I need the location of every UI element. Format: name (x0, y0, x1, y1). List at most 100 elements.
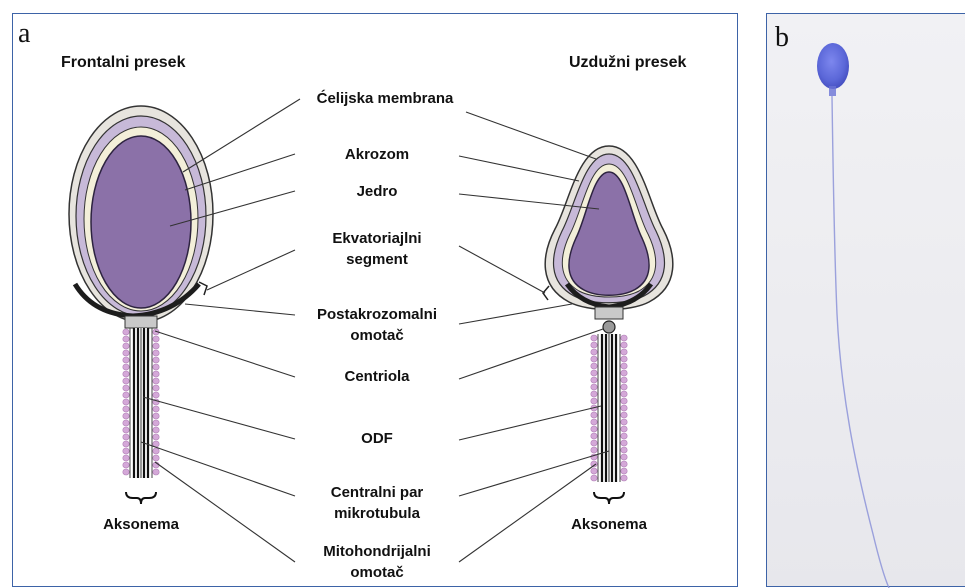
mitochondrion (591, 363, 597, 369)
mitochondrion (621, 461, 627, 467)
mitochondrion (123, 329, 129, 335)
mitochondrion (153, 413, 159, 419)
right-sperm-tail (591, 334, 627, 504)
left-axoneme-label: Aksonema (81, 514, 201, 535)
leader-equatorial-left (207, 250, 295, 290)
mitochondrion (153, 385, 159, 391)
label-central-pair: Centralni par mikrotubula (297, 482, 457, 524)
leader-postacrosomal-left (185, 304, 295, 315)
mitochondrion (621, 391, 627, 397)
label-central-pair-line1: Centralni par (297, 482, 457, 503)
mitochondrion (621, 377, 627, 383)
mitochondrion (123, 420, 129, 426)
label-nucleus: Jedro (297, 181, 457, 202)
mitochondrion (591, 468, 597, 474)
mitochondrion (591, 433, 597, 439)
right-axoneme-label: Aksonema (549, 514, 669, 535)
label-cell-membrane: Ćelijska membrana (297, 88, 473, 109)
left-mitochondria-right (153, 329, 159, 475)
mitochondrion (621, 356, 627, 362)
label-equatorial-segment: Ekvatoriajlni segment (297, 228, 457, 270)
mitochondrion (153, 420, 159, 426)
mitochondrion (153, 350, 159, 356)
leader-centriole-left (155, 331, 295, 377)
mitochondrion (621, 405, 627, 411)
leader-membrane-right (466, 112, 596, 159)
label-postacrosomal-sheath: Postakrozomalni omotač (297, 304, 457, 346)
mitochondrion (591, 447, 597, 453)
mitochondrion (591, 419, 597, 425)
mitochondrion (123, 364, 129, 370)
leader-membrane-left (183, 99, 300, 172)
label-central-pair-line2: mikrotubula (297, 503, 457, 524)
label-odf: ODF (297, 428, 457, 449)
mitochondrion (123, 399, 129, 405)
stained-sperm-head (817, 43, 849, 89)
mitochondrion (591, 335, 597, 341)
mitochondrion (153, 448, 159, 454)
mitochondrion (591, 426, 597, 432)
mitochondrion (153, 469, 159, 475)
stained-sperm-midpiece (829, 86, 836, 96)
mitochondrion (621, 398, 627, 404)
leader-central-pair-right (459, 451, 609, 496)
leader-postacrosomal-right (459, 304, 572, 324)
mitochondrion (621, 468, 627, 474)
mitochondrion (123, 343, 129, 349)
mitochondrion (621, 440, 627, 446)
mitochondrion (123, 357, 129, 363)
mitochondrion (621, 342, 627, 348)
right-mitochondria-right (621, 335, 627, 481)
right-sperm-head (543, 146, 673, 333)
mitochondrion (123, 441, 129, 447)
leader-equatorial-right (459, 246, 545, 293)
mitochondrion (123, 427, 129, 433)
mitochondrion (123, 385, 129, 391)
mitochondrion (153, 364, 159, 370)
mitochondrion (123, 469, 129, 475)
mitochondrion (591, 349, 597, 355)
mitochondrion (591, 391, 597, 397)
mitochondrion (621, 335, 627, 341)
stained-sperm-tail (832, 96, 889, 588)
mitochondrion (123, 413, 129, 419)
leader-mito-right (459, 464, 596, 562)
mitochondrion (123, 462, 129, 468)
mitochondrion (153, 427, 159, 433)
mitochondrion (621, 433, 627, 439)
mitochondrion (621, 412, 627, 418)
left-centriole (125, 316, 157, 328)
panel-b: b (766, 13, 965, 587)
label-mito-line2: omotač (297, 562, 457, 583)
mitochondrion (591, 342, 597, 348)
mitochondrion (123, 350, 129, 356)
stained-sperm-photo (767, 14, 965, 588)
panel-a: a Frontalni presek Uzdužni presek (12, 13, 738, 587)
left-axoneme-brace (126, 492, 156, 504)
mitochondrion (153, 434, 159, 440)
mitochondrion (591, 398, 597, 404)
mitochondrion (621, 419, 627, 425)
left-mitochondria-left (123, 329, 129, 475)
mitochondrion (123, 378, 129, 384)
right-neck (595, 307, 623, 319)
mitochondrion (621, 363, 627, 369)
mitochondrion (153, 336, 159, 342)
mitochondrion (591, 440, 597, 446)
left-nucleus (91, 136, 191, 308)
mitochondrion (123, 392, 129, 398)
mitochondrion (621, 426, 627, 432)
mitochondrion (591, 356, 597, 362)
mitochondrion (153, 406, 159, 412)
left-sperm-head (69, 106, 213, 328)
mitochondrion (123, 434, 129, 440)
right-axoneme-brace (594, 492, 624, 504)
mitochondrion (621, 454, 627, 460)
label-postacrosomal-line2: omotač (297, 325, 457, 346)
mitochondrion (621, 384, 627, 390)
mitochondrion (153, 392, 159, 398)
mitochondrion (621, 447, 627, 453)
mitochondrion (591, 370, 597, 376)
mitochondrion (591, 412, 597, 418)
left-sperm-tail (123, 328, 159, 504)
